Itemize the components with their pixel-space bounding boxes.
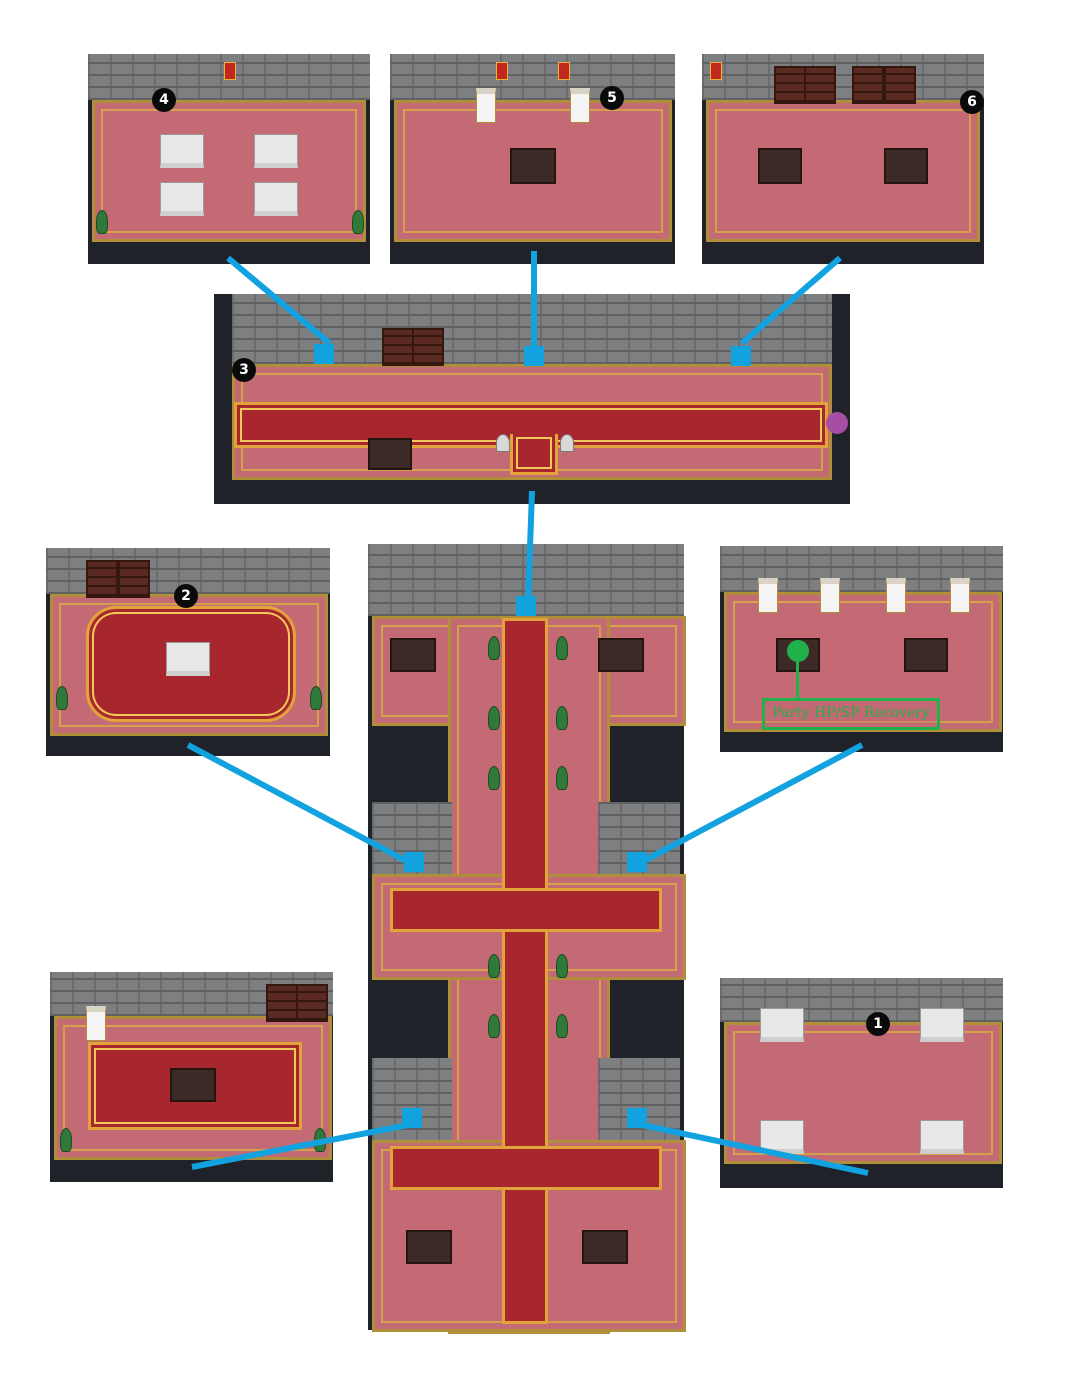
bed-icon bbox=[886, 578, 906, 613]
potted-plant-icon bbox=[556, 766, 568, 790]
room-4: 4 bbox=[88, 54, 370, 264]
potted-plant-icon bbox=[488, 636, 500, 660]
bed-icon bbox=[476, 88, 496, 123]
dark-table bbox=[904, 638, 948, 672]
room-5-floor bbox=[394, 100, 672, 242]
dark-table bbox=[170, 1068, 216, 1102]
bookcase-icon bbox=[412, 328, 444, 366]
room-6: 6 bbox=[702, 54, 984, 264]
bookcase-icon bbox=[884, 66, 916, 104]
dark-table bbox=[510, 148, 556, 184]
red-banner-icon bbox=[710, 62, 722, 80]
recovery-leader-line bbox=[796, 660, 799, 698]
bed-icon bbox=[86, 1006, 106, 1041]
room-marker-5: 5 bbox=[600, 86, 624, 110]
bookcase-icon bbox=[804, 66, 836, 104]
bookcase-icon bbox=[86, 560, 118, 598]
bookcase-icon bbox=[118, 560, 150, 598]
room-1: 1 bbox=[720, 978, 1003, 1188]
white-table bbox=[160, 134, 204, 168]
dark-table bbox=[406, 1230, 452, 1264]
bookcase-icon bbox=[266, 984, 298, 1022]
dark-table bbox=[598, 638, 644, 672]
red-banner-icon bbox=[224, 62, 236, 80]
white-table bbox=[760, 1008, 804, 1042]
bookcase-icon bbox=[382, 328, 414, 366]
bed-icon bbox=[950, 578, 970, 613]
door-marker-icon[interactable] bbox=[731, 346, 751, 366]
red-carpet-cross-2 bbox=[390, 1146, 662, 1190]
white-table bbox=[166, 642, 210, 676]
door-marker-icon[interactable] bbox=[524, 346, 544, 366]
bookcase-icon bbox=[852, 66, 884, 104]
room-marker-1: 1 bbox=[866, 1012, 890, 1036]
recovery-label: Party HP/SP Recovery bbox=[762, 698, 940, 730]
room-6-floor bbox=[706, 100, 980, 242]
potted-plant-icon bbox=[488, 766, 500, 790]
dark-table bbox=[390, 638, 436, 672]
hall-wing-wall-right bbox=[598, 802, 680, 876]
potted-plant-icon bbox=[60, 1128, 72, 1152]
hall-carpet-notch bbox=[510, 434, 558, 475]
potted-plant-icon bbox=[488, 954, 500, 978]
potted-plant-icon bbox=[56, 686, 68, 710]
room-marker-3: 3 bbox=[232, 358, 256, 382]
red-banner-icon bbox=[496, 62, 508, 80]
room-recovery bbox=[720, 546, 1003, 752]
potted-plant-icon bbox=[488, 1014, 500, 1038]
red-carpet-spine bbox=[502, 618, 548, 1324]
recovery-point-icon[interactable] bbox=[787, 640, 809, 662]
potted-plant-icon bbox=[556, 706, 568, 730]
dark-table bbox=[368, 438, 412, 470]
white-table bbox=[160, 182, 204, 216]
central-hall bbox=[368, 544, 686, 1334]
room-5: 5 bbox=[390, 54, 675, 264]
red-carpet-cross-1 bbox=[390, 888, 662, 932]
red-banner-icon bbox=[558, 62, 570, 80]
potted-plant-icon bbox=[96, 210, 108, 234]
room-marker-6: 6 bbox=[960, 90, 984, 114]
dark-table bbox=[758, 148, 802, 184]
potted-plant-icon bbox=[352, 210, 364, 234]
white-table bbox=[254, 182, 298, 216]
room-recovery-floor bbox=[724, 592, 1002, 732]
room-2: 2 bbox=[46, 548, 330, 756]
potted-plant-icon bbox=[488, 706, 500, 730]
bed-icon bbox=[570, 88, 590, 123]
bookcase-icon bbox=[296, 984, 328, 1022]
white-table bbox=[920, 1120, 964, 1154]
potted-plant-icon bbox=[556, 954, 568, 978]
bed-icon bbox=[820, 578, 840, 613]
room-marker-2: 2 bbox=[174, 584, 198, 608]
bust-statue-icon bbox=[560, 434, 574, 452]
door-marker-icon[interactable] bbox=[314, 344, 334, 364]
dark-table bbox=[884, 148, 928, 184]
potted-plant-icon bbox=[556, 1014, 568, 1038]
bookcase-icon bbox=[774, 66, 806, 104]
bust-statue-icon bbox=[496, 434, 510, 452]
potted-plant-icon bbox=[556, 636, 568, 660]
white-table bbox=[254, 134, 298, 168]
room-5-wall bbox=[390, 54, 675, 100]
room-marker-4: 4 bbox=[152, 88, 176, 112]
room-4-floor bbox=[92, 100, 366, 242]
white-table bbox=[920, 1008, 964, 1042]
exit-point-icon[interactable] bbox=[826, 412, 848, 434]
bed-icon bbox=[758, 578, 778, 613]
connector-line bbox=[531, 251, 537, 351]
dark-table bbox=[582, 1230, 628, 1264]
room-6-wall bbox=[702, 54, 984, 100]
potted-plant-icon bbox=[310, 686, 322, 710]
